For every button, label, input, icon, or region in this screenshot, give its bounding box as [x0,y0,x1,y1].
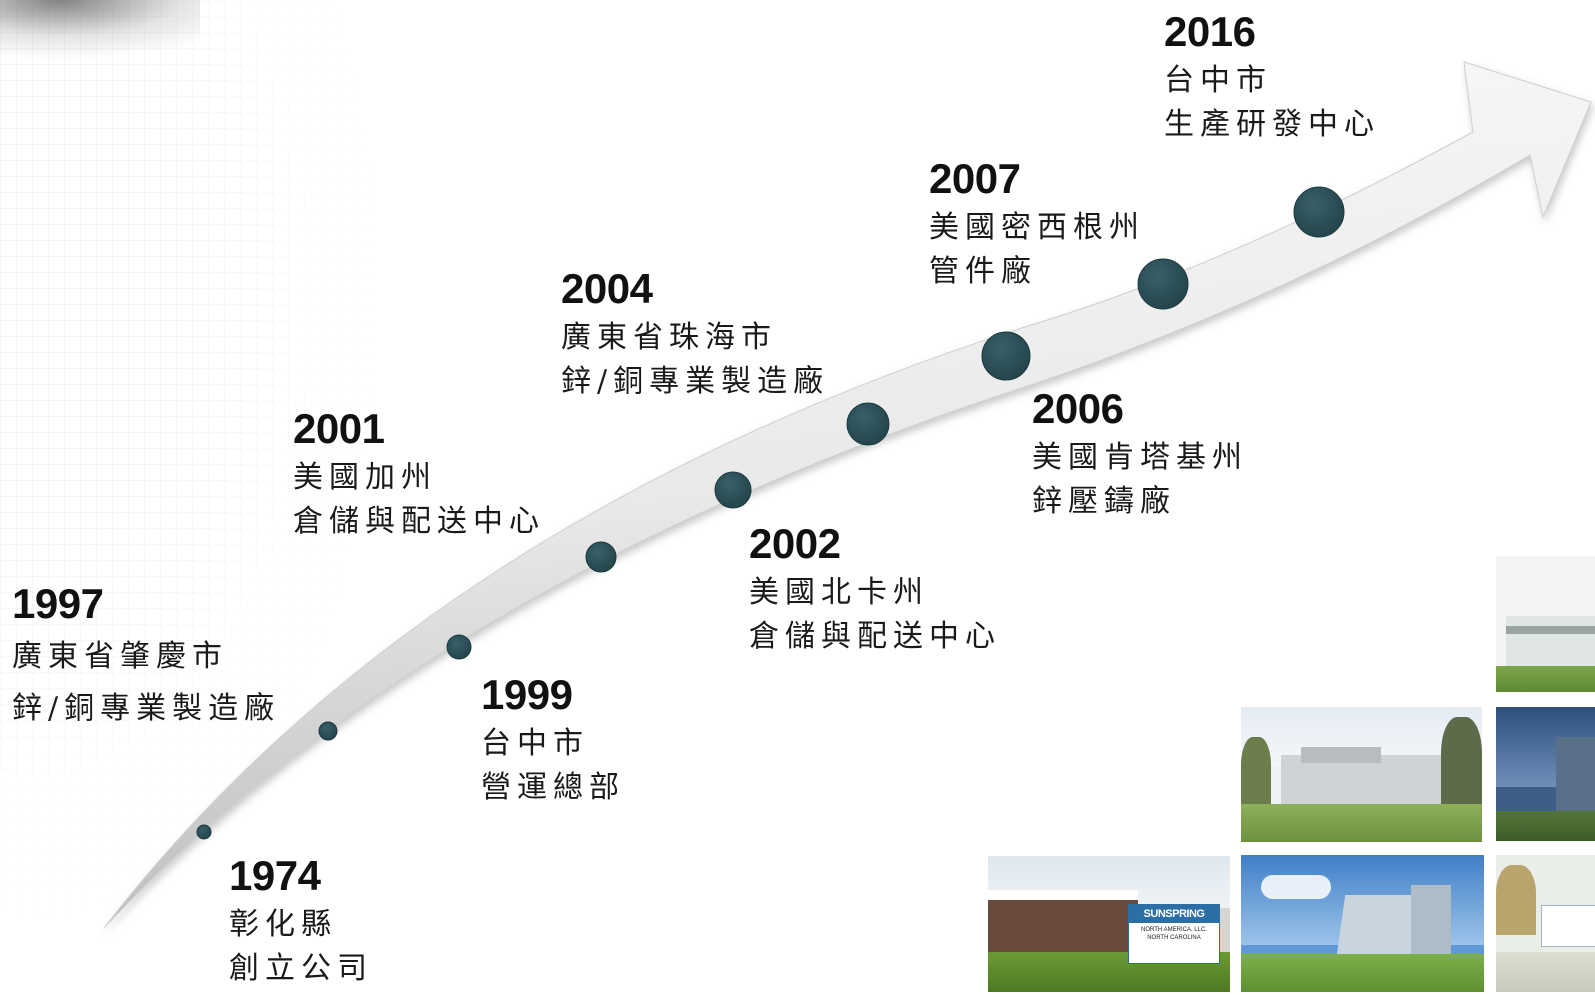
milestone-2002: 2002 美國北卡州 倉儲與配送中心 [749,523,1001,659]
timeline-arrow-body [103,61,1592,929]
timeline-node-2006 [981,331,1031,381]
sunspring-sign: SUNSPRING NORTH AMERICA, LLC. NORTH CARO… [1128,904,1220,964]
milestone-2007: 2007 美國密西根州 管件廠 [929,158,1145,294]
facility-photo-north-carolina: SUNSPRING NORTH AMERICA, LLC. NORTH CARO… [988,856,1230,992]
timeline-node-2016 [1293,186,1345,238]
milestone-year: 1999 [481,671,573,718]
timeline-node-2007 [1137,258,1189,310]
milestone-location: 美國密西根州 [929,210,1145,245]
milestone-description: 鋅/銅專業製造廠 [12,691,281,726]
milestone-1974: 1974 彰化縣 創立公司 [229,855,373,991]
milestone-2001: 2001 美國加州 倉儲與配送中心 [293,408,545,544]
milestone-location: 台中市 [1164,63,1272,98]
sign-brand: SUNSPRING [1129,905,1219,923]
milestone-1999: 1999 台中市 營運總部 [481,674,625,810]
milestone-year: 2004 [561,265,653,312]
facility-photo-office-building [1241,855,1484,992]
timeline-node-2004 [846,402,890,446]
milestone-location: 廣東省珠海市 [561,320,777,355]
milestone-location: 美國肯塔基州 [1032,440,1248,475]
milestone-location: 廣東省肇慶市 [12,639,228,674]
facility-photo-partial-middle [1496,707,1595,841]
milestone-year: 2016 [1164,8,1256,55]
milestone-description: 生產研發中心 [1164,107,1380,142]
milestone-description: 鋅壓鑄廠 [1032,484,1176,519]
timeline-node-2002 [714,471,752,509]
sign-company: NORTH AMERICA, LLC. [1141,927,1207,933]
milestone-year: 2001 [293,405,385,452]
milestone-description: 倉儲與配送中心 [293,504,545,539]
milestone-year: 2007 [929,155,1021,202]
milestone-location: 台中市 [481,726,589,761]
milestone-2006: 2006 美國肯塔基州 鋅壓鑄廠 [1032,388,1248,524]
milestone-location: 彰化縣 [229,907,337,942]
background-grid-texture [0,0,520,960]
corner-shadow [0,0,200,60]
milestone-2004: 2004 廣東省珠海市 鋅/銅專業製造廠 [561,268,829,404]
timeline-nodes [196,186,1345,840]
milestone-1997: 1997 廣東省肇慶市 鋅/銅專業製造廠 [12,583,280,735]
milestone-year: 1974 [229,852,321,899]
milestone-year: 1997 [12,580,104,627]
milestone-description: 管件廠 [929,254,1037,289]
milestone-description: 營運總部 [481,770,625,805]
milestone-year: 2002 [749,520,841,567]
timeline-node-1974 [196,824,212,840]
milestone-location: 美國北卡州 [749,575,929,610]
facility-photo-warehouse [1241,707,1482,842]
milestone-2016: 2016 台中市 生產研發中心 [1164,11,1380,147]
facility-photo-partial-top [1496,556,1595,692]
milestone-description: 鋅/銅專業製造廠 [561,364,830,399]
timeline-node-2001 [585,541,617,573]
sign-location: NORTH CAROLINA [1147,935,1201,941]
facility-photo-partial-bottom [1496,855,1595,992]
milestone-year: 2006 [1032,385,1124,432]
timeline-node-1999 [446,634,472,660]
milestone-location: 美國加州 [293,460,437,495]
milestone-description: 倉儲與配送中心 [749,619,1001,654]
timeline-node-1997 [318,721,338,741]
milestone-description: 創立公司 [229,951,373,986]
